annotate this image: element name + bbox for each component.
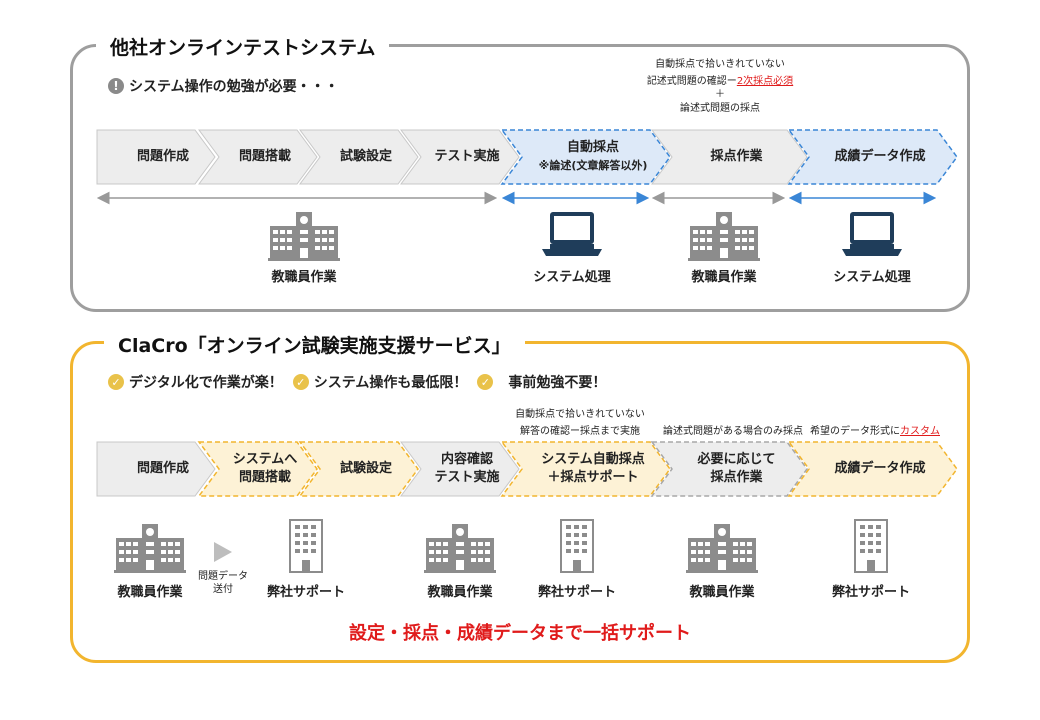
top-step-grade-data: 成績データ作成 bbox=[787, 129, 958, 185]
actor-label: システム処理 bbox=[533, 270, 611, 285]
check-icon: ✓ bbox=[292, 374, 309, 390]
top-note-line2: 記述式問題の確認ー2次採点必須 bbox=[600, 73, 840, 90]
other-company-title: 他社オンラインテストシステム bbox=[96, 33, 390, 60]
top-step-exam-setting: 試験設定 bbox=[299, 129, 419, 185]
top-step-label: 問題搭載 bbox=[238, 149, 291, 164]
bottom-note-a-line2: 解答の確認ー採点まで実施 bbox=[520, 426, 640, 437]
actor-label: 教職員作業 bbox=[691, 270, 757, 285]
exclamation-icon: ! bbox=[108, 78, 124, 94]
top-note-line1: 自動採点で拾いきれていない bbox=[655, 59, 785, 70]
send-line1: 問題データ bbox=[198, 571, 248, 582]
bottom-step-exam-setting: 試験設定 bbox=[298, 441, 419, 497]
bottom-step-grade-data: 成績データ作成 bbox=[787, 441, 958, 497]
service-slogan: 設定・採点・成績データまで一括サポート bbox=[349, 623, 691, 644]
office-building-icon bbox=[560, 519, 594, 573]
top-step-label: 成績データ作成 bbox=[834, 149, 926, 164]
send-line2: 送付 bbox=[213, 584, 233, 595]
office-building-icon bbox=[289, 519, 323, 573]
top-step-label: 問題作成 bbox=[136, 149, 189, 164]
check-icon: ✓ bbox=[477, 374, 494, 390]
bottom-note-c-red: カスタム bbox=[900, 426, 940, 437]
bottom-note-a-line1: 自動採点で拾いきれていない bbox=[515, 409, 645, 420]
actor-label: システム処理 bbox=[833, 270, 911, 285]
bottom-step-line1: 内容確認 bbox=[440, 452, 493, 467]
bottom-step-line2: テスト実施 bbox=[434, 470, 500, 485]
send-arrow-icon bbox=[214, 542, 232, 562]
check-icon: ✓ bbox=[108, 374, 124, 390]
bottom-step-line1: 必要に応じて bbox=[697, 452, 776, 467]
top-step-label: 自動採点 bbox=[566, 140, 619, 155]
bottom-step-question-creation: 問題作成 bbox=[96, 441, 216, 497]
bottom-note-a: 自動採点で拾いきれていない 解答の確認ー採点まで実施 bbox=[500, 406, 660, 440]
send-data-label: 問題データ 送付 bbox=[190, 570, 256, 596]
laptop-icon bbox=[842, 212, 902, 256]
bottom-step-line1: システム自動採点 bbox=[541, 452, 645, 467]
top-step-scoring-work: 採点作業 bbox=[651, 129, 808, 185]
warning-note: ! システム操作の勉強が必要・・・ bbox=[108, 76, 339, 96]
bottom-step-scoring-as-needed: 必要に応じて 採点作業 bbox=[650, 441, 808, 497]
bottom-step-content-check: 内容確認 テスト実施 bbox=[400, 441, 520, 497]
laptop-icon bbox=[542, 212, 602, 256]
actor-label: 教職員作業 bbox=[271, 270, 337, 285]
actor-label: 教職員作業 bbox=[117, 585, 183, 600]
bottom-step-system-auto-scoring: システム自動採点 ＋採点サポート bbox=[500, 441, 671, 497]
school-building-icon bbox=[686, 524, 758, 573]
claro-service-panel bbox=[70, 341, 970, 663]
claro-service-title: ClaCro「オンライン試験実施支援サービス」 bbox=[104, 331, 525, 358]
benefits-row: ✓ デジタル化で作業が楽！ ✓ システム操作も最低限！ ✓ 事前勉強不要！ bbox=[108, 372, 606, 392]
bottom-note-b: 論述式問題がある場合のみ採点 bbox=[663, 426, 803, 437]
bottom-step-line1: 試験設定 bbox=[339, 461, 392, 476]
warning-text: システム操作の勉強が必要・・・ bbox=[129, 79, 339, 95]
top-note-line2-red: 2次採点必須 bbox=[736, 76, 794, 87]
actor-label: 弊社サポート bbox=[266, 585, 345, 600]
top-step-sub: ※論述(文章解答以外) bbox=[538, 159, 648, 172]
bottom-step-line1: 成績データ作成 bbox=[834, 461, 926, 476]
actor-label: 弊社サポート bbox=[537, 585, 616, 600]
benefit-text: システム操作も最低限！ bbox=[313, 375, 468, 391]
benefit-text: デジタル化で作業が楽！ bbox=[129, 375, 283, 391]
top-note-line2-text: 記述式問題の確認ー bbox=[646, 76, 737, 87]
benefit-text: 事前勉強不要！ bbox=[508, 375, 607, 391]
top-step-auto-scoring: 自動採点 ※論述(文章解答以外) bbox=[500, 129, 671, 185]
top-note-line3: 論述式問題の採点 bbox=[680, 103, 760, 114]
top-step-test-execution: テスト実施 bbox=[400, 129, 520, 185]
top-step-question-loading: 問題搭載 bbox=[198, 129, 318, 185]
bottom-step-system-loading: システムへ 問題搭載 bbox=[197, 441, 318, 497]
top-note-plus: ＋ bbox=[715, 89, 725, 100]
bottom-note-c-text: 希望のデータ形式に bbox=[810, 426, 900, 437]
bottom-step-line1: 問題作成 bbox=[136, 461, 189, 476]
bottom-step-line2: 問題搭載 bbox=[238, 470, 291, 485]
top-scoring-note: 自動採点で拾いきれていない 記述式問題の確認ー2次採点必須 ＋ 論述式問題の採点 bbox=[600, 56, 840, 117]
bottom-note-c: 希望のデータ形式にカスタム bbox=[800, 423, 950, 440]
school-building-icon bbox=[424, 524, 496, 573]
actor-label: 教職員作業 bbox=[689, 585, 755, 600]
top-step-label: テスト実施 bbox=[434, 149, 500, 164]
top-step-label: 試験設定 bbox=[339, 149, 392, 164]
office-building-icon bbox=[854, 519, 888, 573]
bottom-step-line1: システムへ bbox=[232, 452, 298, 467]
top-step-question-creation: 問題作成 bbox=[96, 129, 216, 185]
bottom-step-line2: 採点作業 bbox=[710, 470, 763, 485]
actor-label: 教職員作業 bbox=[427, 585, 493, 600]
school-building-icon bbox=[268, 212, 340, 261]
bottom-step-line2: ＋採点サポート bbox=[547, 470, 639, 485]
actor-label: 弊社サポート bbox=[831, 585, 910, 600]
top-step-label: 採点作業 bbox=[710, 149, 763, 164]
school-building-icon bbox=[114, 524, 186, 573]
school-building-icon bbox=[688, 212, 760, 261]
